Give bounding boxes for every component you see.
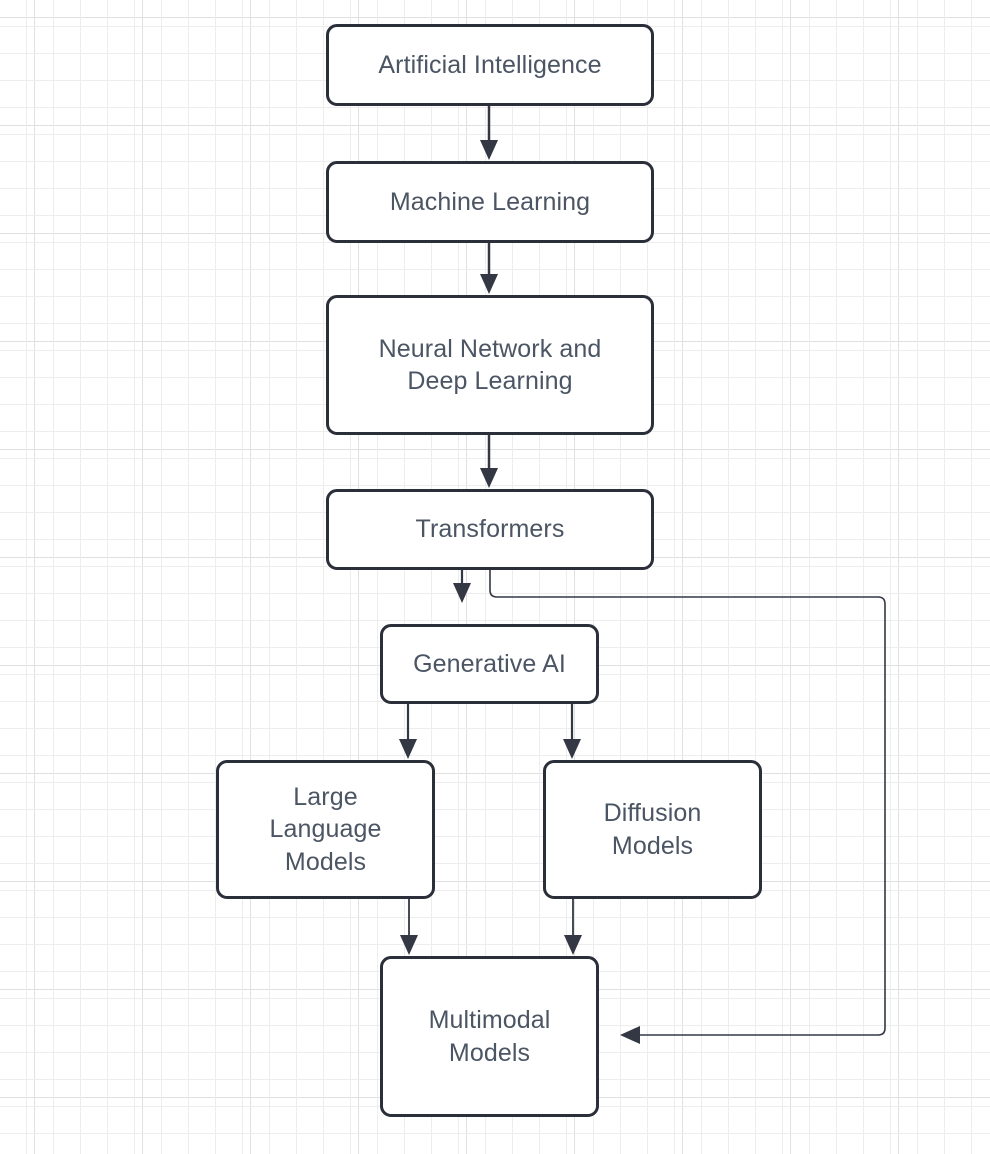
node-machine-learning[interactable]: Machine Learning	[326, 161, 654, 243]
node-diffusion-models[interactable]: Diffusion Models	[543, 760, 762, 899]
arrowhead-icon	[563, 739, 581, 759]
node-neural-network-and-deep-learning[interactable]: Neural Network and Deep Learning	[326, 295, 654, 435]
arrowhead-icon	[480, 468, 498, 488]
arrowhead-icon	[400, 935, 418, 955]
arrowhead-icon	[399, 739, 417, 759]
arrowhead-icon	[564, 935, 582, 955]
node-transformers[interactable]: Transformers	[326, 489, 654, 570]
node-generative-ai[interactable]: Generative AI	[380, 624, 599, 704]
arrowhead-icon	[453, 583, 471, 603]
arrowhead-icon	[480, 274, 498, 294]
arrowhead-icon	[620, 1026, 640, 1044]
arrowhead-icon	[480, 140, 498, 160]
node-multimodal-models[interactable]: Multimodal Models	[380, 956, 599, 1117]
node-artificial-intelligence[interactable]: Artificial Intelligence	[326, 24, 654, 106]
node-large-language-models[interactable]: Large Language Models	[216, 760, 435, 899]
